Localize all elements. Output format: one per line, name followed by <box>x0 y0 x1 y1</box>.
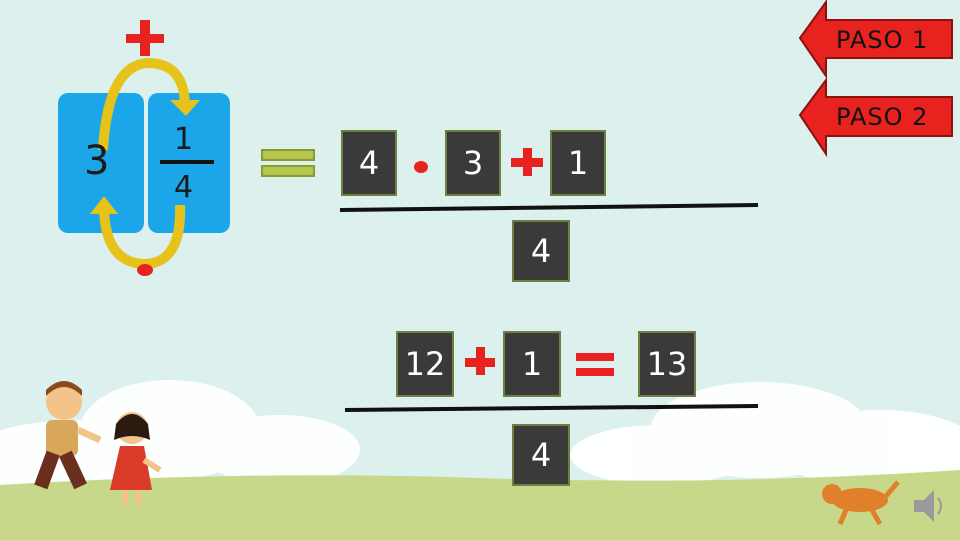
fraction-bar <box>160 160 214 164</box>
mixed-numerator: 1 <box>174 122 193 157</box>
step2-denominator-box: 4 <box>512 424 570 486</box>
step2-product-box: 12 <box>396 331 454 397</box>
step1-denominator-box: 4 <box>512 220 570 282</box>
mixed-denominator: 4 <box>174 170 193 205</box>
mixed-whole: 3 <box>84 138 109 184</box>
plus-icon <box>465 347 495 375</box>
step2-result-box: 13 <box>638 331 696 397</box>
equals-icon <box>262 150 314 176</box>
step1-multiplier-box: 4 <box>341 130 397 196</box>
equals-icon <box>576 353 614 376</box>
multiply-dot-icon <box>414 161 428 173</box>
plus-icon <box>511 148 543 176</box>
step1-addend-box: 1 <box>550 130 606 196</box>
multiply-dot-icon <box>137 264 153 276</box>
paso2-button[interactable]: PASO 2 <box>836 103 928 131</box>
fraction-line-step1 <box>340 205 758 210</box>
step1-whole-box: 3 <box>445 130 501 196</box>
step2-addend-box: 1 <box>503 331 561 397</box>
paso1-button[interactable]: PASO 1 <box>836 26 928 54</box>
plus-icon <box>126 20 164 56</box>
